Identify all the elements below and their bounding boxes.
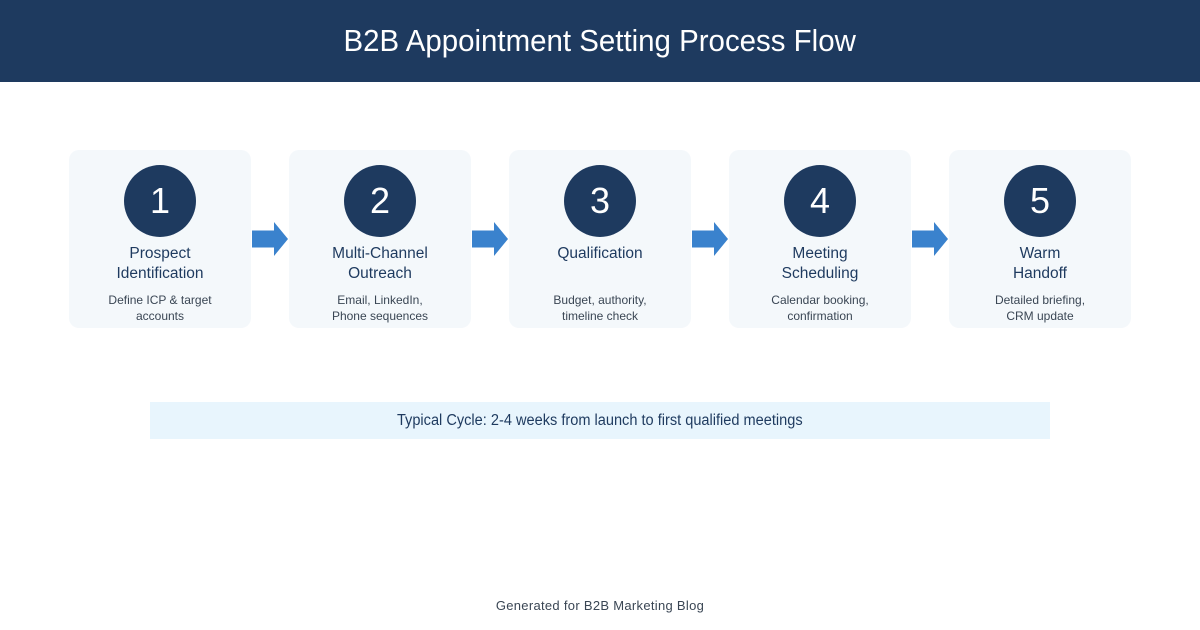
step-number: 5 xyxy=(1029,180,1051,221)
step-title: Qualification xyxy=(557,245,643,262)
flow-arrow-2 xyxy=(471,150,509,328)
right-arrow-icon xyxy=(252,222,288,256)
step-number: 2 xyxy=(369,180,391,221)
step-number-circle: 4 xyxy=(784,165,856,237)
flow-arrow-4 xyxy=(911,150,949,328)
title-banner: B2B Appointment Setting Process Flow xyxy=(0,0,1200,82)
step-title: Prospect Identification xyxy=(116,245,204,282)
right-arrow-icon xyxy=(472,222,508,256)
typical-cycle-text: Typical Cycle: 2-4 weeks from launch to … xyxy=(397,411,803,429)
step-title: Meeting Scheduling xyxy=(781,245,859,282)
step-card-prospect-identification: 1 Prospect Identification Define ICP & t… xyxy=(69,150,251,328)
step-subtitle: Budget, authority, timeline check xyxy=(553,293,647,323)
step-subtitle: Calendar booking, confirmation xyxy=(771,293,869,323)
step-subtitle: Email, LinkedIn, Phone sequences xyxy=(331,293,429,323)
right-arrow-icon xyxy=(692,222,728,256)
step-number: 3 xyxy=(589,180,611,221)
right-arrow-icon xyxy=(912,222,948,256)
flow-arrow-3 xyxy=(691,150,729,328)
step-card-meeting-scheduling: 4 Meeting Scheduling Calendar booking, c… xyxy=(729,150,911,328)
step-title: Warm Handoff xyxy=(1012,245,1067,282)
step-number-circle: 3 xyxy=(564,165,636,237)
step-number-circle: 5 xyxy=(1004,165,1076,237)
flow-arrow-1 xyxy=(251,150,289,328)
step-card-multi-channel-outreach: 2 Multi-Channel Outreach Email, LinkedIn… xyxy=(289,150,471,328)
step-number: 4 xyxy=(809,180,831,221)
step-subtitle: Define ICP & target accounts xyxy=(108,293,212,323)
step-title: Multi-Channel Outreach xyxy=(332,245,428,282)
page-title: B2B Appointment Setting Process Flow xyxy=(343,23,857,58)
typical-cycle-banner: Typical Cycle: 2-4 weeks from launch to … xyxy=(150,402,1050,439)
step-number: 1 xyxy=(149,180,171,221)
process-flow-row: 1 Prospect Identification Define ICP & t… xyxy=(0,150,1200,328)
step-subtitle: Detailed briefing, CRM update xyxy=(994,293,1086,323)
step-number-circle: 2 xyxy=(344,165,416,237)
step-number-circle: 1 xyxy=(124,165,196,237)
footer-attribution: Generated for B2B Marketing Blog xyxy=(495,598,705,613)
step-card-qualification: 3 Qualification Budget, authority, timel… xyxy=(509,150,691,328)
step-card-warm-handoff: 5 Warm Handoff Detailed briefing, CRM up… xyxy=(949,150,1131,328)
